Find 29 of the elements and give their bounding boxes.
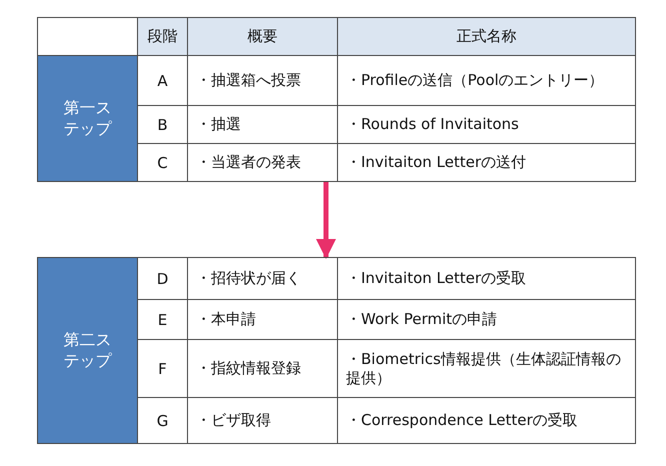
summary-text: ・本申請 — [188, 300, 338, 340]
summary-text: ・指紋情報登録 — [188, 340, 338, 398]
column-header: 概要 — [188, 18, 338, 56]
column-header: 段階 — [138, 18, 188, 56]
summary-text: ・当選者の発表 — [188, 144, 338, 182]
summary-text: ・招待状が届く — [188, 258, 338, 300]
step-table — [37, 257, 636, 444]
formal-name-text: ・Rounds of Invitaitons — [338, 106, 636, 144]
stage-letter: D — [138, 258, 188, 300]
formal-name-text: ・Correspondence Letterの受取 — [338, 398, 636, 444]
step-label: 第二ステップ — [38, 258, 138, 444]
step-table — [37, 17, 636, 182]
arrow — [316, 182, 336, 259]
formal-name-text: ・Work Permitの申請 — [338, 300, 636, 340]
summary-text: ・ビザ取得 — [188, 398, 338, 444]
step-label: 第一ステップ — [38, 56, 138, 182]
formal-name-text: ・Profileの送信（Poolのエントリー） — [338, 56, 636, 106]
summary-text: ・抽選箱へ投票 — [188, 56, 338, 106]
formal-name-text: ・Invitaiton Letterの送付 — [338, 144, 636, 182]
stage-letter: G — [138, 398, 188, 444]
stage-letter: E — [138, 300, 188, 340]
stage-letter: A — [138, 56, 188, 106]
formal-name-text: ・Invitaiton Letterの受取 — [338, 258, 636, 300]
formal-name-text: ・Biometrics情報提供（生体認証情報の提供） — [338, 340, 636, 398]
summary-text: ・抽選 — [188, 106, 338, 144]
stage-letter: F — [138, 340, 188, 398]
stage-letter: C — [138, 144, 188, 182]
stage-letter: B — [138, 106, 188, 144]
column-header: 正式名称 — [338, 18, 636, 56]
